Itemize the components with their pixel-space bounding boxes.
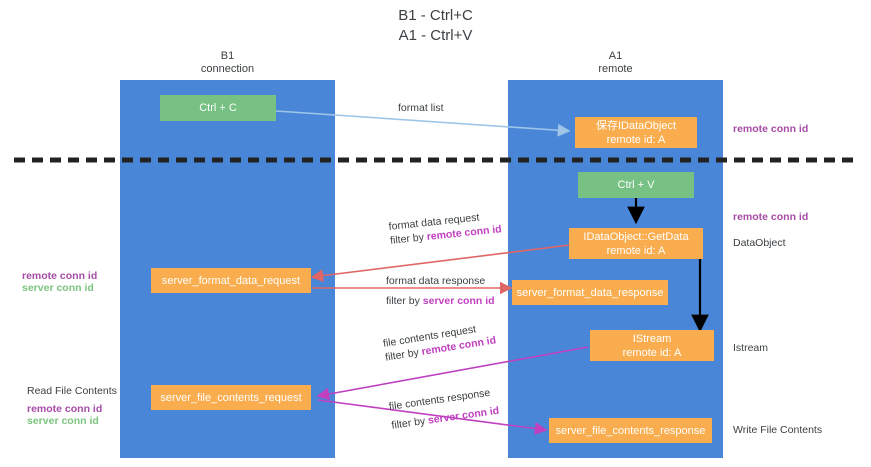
annotation-write-file-contents-right: Write File Contents [733, 424, 822, 437]
column-header-b1-sub: connection [200, 63, 255, 75]
edge-label-format-list-text: format list [398, 102, 444, 114]
node-dataobject-top-line-2: remote id: A [606, 133, 666, 146]
edge-label-format-data-response-text: format data response [386, 275, 486, 287]
edge-label-file-contents-response: file contents response filter by server … [388, 385, 500, 433]
annotation-istream-right-text: Istream [733, 342, 769, 354]
node-dataobject-top-line-1: 保存IDataObject [595, 119, 677, 132]
node-ctrl-c-label: Ctrl + C [199, 102, 237, 114]
edge-label-format-list: format list [398, 102, 444, 115]
annotation-remote-conn-id-top-right: remote conn id [733, 123, 808, 136]
edge-label-file-contents-response-filter-key: server conn id [427, 404, 500, 427]
edge-label-format-data-response-filter-key: server conn id [422, 295, 495, 307]
column-header-b1: B1 connection [120, 50, 335, 76]
node-istream-line-1: IStream [632, 332, 672, 345]
node-getdata-line-2: remote id: A [606, 244, 666, 257]
annotation-read-file-contents-left-text: Read File Contents [27, 385, 117, 397]
annotation-remote-conn-id-mid-left-text: remote conn id [22, 270, 98, 282]
node-idataobject-getdata[interactable]: IDataObject::GetData remote id: A [569, 228, 703, 259]
column-header-a1-sub: remote [598, 63, 633, 75]
edge-label-format-data-response: format data response filter by server co… [386, 274, 495, 308]
node-server-file-contents-request-label: server_file_contents_request [160, 391, 302, 404]
column-header-a1-name: A1 [608, 50, 623, 62]
edge-label-file-contents-response-filter-prefix: filter by [390, 414, 429, 432]
node-istream-line-2: remote id: A [622, 346, 682, 359]
annotation-dataobject-right: DataObject [733, 237, 786, 250]
annotation-server-conn-id-mid-left: server conn id [22, 282, 94, 295]
annotation-server-conn-id-bottom-left: server conn id [27, 415, 99, 428]
annotation-remote-conn-id-mid-right-text: remote conn id [733, 211, 809, 223]
node-server-format-data-request-label: server_format_data_request [161, 274, 301, 287]
node-server-file-contents-request[interactable]: server_file_contents_request [151, 385, 311, 410]
annotation-dataobject-right-text: DataObject [733, 237, 786, 249]
node-server-format-data-response[interactable]: server_format_data_response [512, 280, 668, 305]
node-istream[interactable]: IStream remote id: A [590, 330, 714, 361]
annotation-write-file-contents-right-text: Write File Contents [733, 424, 823, 436]
node-server-file-contents-response[interactable]: server_file_contents_response [549, 418, 712, 443]
annotation-remote-conn-id-bottom-left: remote conn id [27, 403, 102, 416]
node-server-format-data-response-label: server_format_data_response [516, 286, 664, 299]
edge-label-format-data-request-filter-prefix: filter by [389, 231, 428, 247]
edge-label-file-contents-request: file contents request filter by remote c… [382, 319, 497, 364]
node-ctrl-v[interactable]: Ctrl + V [578, 172, 694, 198]
annotation-remote-conn-id-mid-left: remote conn id [22, 270, 97, 283]
page-title-line-1: B1 - Ctrl+C [398, 7, 473, 24]
column-header-b1-name: B1 [220, 50, 235, 62]
node-server-file-contents-response-label: server_file_contents_response [555, 424, 706, 437]
page-title: B1 - Ctrl+C A1 - Ctrl+V [0, 6, 871, 46]
column-header-a1: A1 remote [508, 50, 723, 76]
node-ctrl-v-label: Ctrl + V [617, 179, 655, 191]
node-getdata-line-1: IDataObject::GetData [583, 230, 689, 243]
annotation-remote-conn-id-bottom-left-text: remote conn id [27, 403, 103, 415]
edge-label-format-data-request: format data request filter by remote con… [388, 208, 502, 248]
node-server-format-data-request[interactable]: server_format_data_request [151, 268, 311, 293]
node-ctrl-c[interactable]: Ctrl + C [160, 95, 276, 121]
node-dataobject-top[interactable]: 保存IDataObject remote id: A [575, 117, 697, 148]
annotation-server-conn-id-mid-left-text: server conn id [22, 282, 94, 294]
annotation-istream-right: Istream [733, 342, 768, 355]
annotation-remote-conn-id-mid-right: remote conn id [733, 211, 808, 224]
page-title-line-2: A1 - Ctrl+V [398, 27, 473, 44]
annotation-read-file-contents-left: Read File Contents [27, 385, 117, 398]
edge-label-format-data-response-filter-prefix: filter by [386, 295, 423, 307]
annotation-remote-conn-id-top-right-text: remote conn id [733, 123, 809, 135]
annotation-server-conn-id-bottom-left-text: server conn id [27, 415, 99, 427]
